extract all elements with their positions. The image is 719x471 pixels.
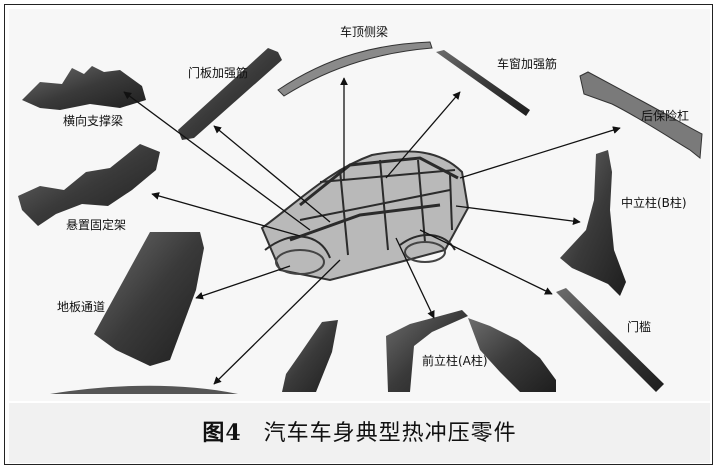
leader-arrows	[123, 77, 621, 385]
figure-number: 图4	[202, 420, 242, 446]
figure-frame	[4, 4, 713, 465]
label-cross-beam: 横向支撑梁	[63, 114, 124, 128]
part-floor-tunnel	[94, 232, 204, 366]
figure-title: 汽车车身典型热冲压零件	[263, 421, 517, 446]
part-window-reinforcement	[436, 50, 530, 116]
label-roof-rail: 车顶侧梁	[340, 25, 389, 39]
label-door-sill: 门槛	[627, 320, 652, 334]
part-roof-rail	[277, 41, 433, 97]
part-door-reinforcement	[178, 48, 282, 140]
label-a-pillar: 前立柱(A柱)	[422, 354, 488, 368]
part-mount-bracket	[18, 144, 160, 226]
label-floor-tunnel: 地板通道	[57, 300, 106, 314]
part-lower-left	[282, 320, 338, 392]
label-mount-bracket: 悬置固定架	[66, 218, 127, 232]
part-cross-beam	[22, 66, 146, 110]
label-b-pillar: 中立柱(B柱)	[621, 196, 687, 210]
part-rear-bumper	[579, 71, 703, 159]
label-door-reinforcement: 门板加强筋	[188, 66, 249, 80]
figure-caption: 图4 汽车车身典型热冲压零件	[0, 420, 719, 447]
part-bottom-panel	[50, 385, 238, 394]
part-a-pillar	[386, 310, 556, 392]
part-b-pillar	[560, 150, 626, 296]
label-rear-bumper: 后保险杠	[641, 109, 690, 123]
label-window-reinforcement: 车窗加强筋	[497, 57, 558, 71]
caption-background	[9, 403, 710, 463]
part-door-sill	[556, 288, 664, 392]
car-body-frame	[260, 150, 470, 282]
